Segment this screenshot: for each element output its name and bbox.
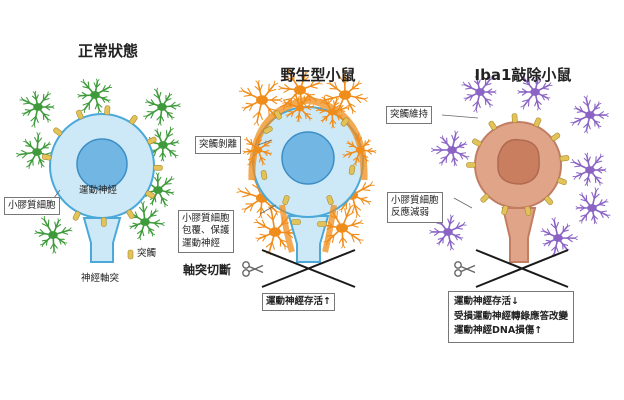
synaptic-bouton: [53, 127, 63, 136]
knockout-microglia-group: [429, 75, 611, 257]
knockout-motor-neuron: [474, 121, 562, 263]
maintained-bouton: [524, 206, 532, 216]
wildtype-nucleus: [281, 131, 335, 185]
stripped-bouton: [274, 110, 282, 120]
scissors-icon: [454, 261, 476, 277]
label-synapse-maintained: 突觸維持: [386, 106, 433, 125]
activated-microglia-group-front: [242, 92, 377, 253]
synaptic-bouton: [147, 136, 157, 145]
resting-microglia: [34, 215, 73, 254]
knockout-microglia: [575, 187, 611, 225]
axotomy-cross-knockout: [475, 249, 569, 288]
label-bouton-legend: 突觸: [137, 248, 157, 259]
normal-synaptic-boutons: [41, 105, 163, 227]
knockout-nucleus: [497, 138, 540, 185]
maintained-bouton: [511, 113, 518, 123]
wildtype-result-box: 運動神經存活↑: [262, 293, 335, 312]
stripped-synaptic-boutons: [260, 110, 356, 227]
activated-microglia: [238, 79, 283, 126]
result-transcription: 受損運動神經轉錄應答改變: [454, 310, 569, 322]
normal-nucleus: [76, 138, 128, 190]
scissors-icon: [242, 261, 264, 277]
maintained-bouton: [472, 138, 482, 147]
synaptic-bouton: [41, 154, 52, 161]
synaptic-bouton: [72, 211, 81, 221]
resting-microglia: [77, 78, 113, 114]
knockout-microglia: [461, 75, 497, 113]
maintained-bouton: [559, 155, 570, 162]
maintained-bouton: [480, 193, 490, 203]
maintained-bouton: [488, 120, 497, 131]
stripped-bouton: [317, 221, 327, 227]
wildtype-motor-neuron: [252, 106, 364, 263]
maintained-bouton: [501, 205, 509, 215]
synaptic-bouton: [76, 109, 84, 120]
maintained-bouton: [544, 196, 554, 206]
maintained-bouton: [557, 177, 567, 186]
synaptic-bouton: [153, 164, 163, 171]
microglia-sheath: [248, 96, 368, 181]
stripped-bouton: [348, 165, 356, 175]
maintained-synaptic-boutons: [466, 113, 570, 216]
label-motor-neuron: 運動神經: [79, 185, 118, 196]
panel-title-knockout: Iba1敲除小鼠: [474, 66, 572, 84]
label-microglia: 小膠質細胞: [4, 197, 60, 216]
resting-microglia: [128, 200, 165, 241]
knockout-microglia: [517, 75, 553, 111]
knockout-microglia: [430, 130, 470, 167]
knockout-microglia: [570, 95, 609, 134]
synaptic-bouton: [129, 115, 138, 125]
result-survival: 運動神經存活↓: [454, 296, 519, 307]
label-synapse-stripping: 突觸剝離: [195, 136, 242, 155]
maintained-bouton: [551, 132, 561, 142]
panel-title-normal: 正常狀態: [77, 42, 139, 60]
axotomy-cross-wildtype: [261, 249, 356, 288]
bouton-legend-swatch: [127, 249, 134, 260]
stripped-bouton: [260, 170, 268, 180]
label-axotomy: 軸突切斷: [183, 263, 232, 277]
label-microglia-reduced: 小膠質細胞 反應減弱: [387, 192, 443, 223]
stripped-bouton: [263, 126, 273, 134]
synaptic-bouton: [126, 209, 135, 219]
resting-microglia: [19, 90, 55, 128]
stripped-bouton: [282, 195, 290, 205]
knockout-microglia: [540, 217, 578, 257]
label-microglia-wrapping: 小膠質細胞 包覆、保護 運動神經: [178, 210, 234, 254]
synaptic-bouton: [145, 190, 155, 199]
knockout-microglia: [570, 152, 607, 187]
panel-title-wildtype: 野生型小鼠: [280, 66, 356, 84]
stripped-bouton: [291, 219, 301, 225]
stripped-bouton: [340, 117, 350, 127]
label-axon: 神經軸突: [81, 273, 120, 284]
leader-lines: [49, 114, 479, 215]
synaptic-bouton: [100, 217, 107, 227]
knockout-result-box: 運動神經存活↓ 受損運動神經轉錄應答改變 運動神經DNA損傷↑: [448, 291, 575, 344]
result-dna-damage: 運動神經DNA損傷↑: [454, 325, 543, 337]
maintained-bouton: [533, 117, 542, 128]
resting-microglia: [143, 87, 181, 126]
synaptic-bouton: [104, 105, 111, 116]
stripped-bouton: [326, 195, 334, 205]
maintained-bouton: [466, 162, 476, 168]
